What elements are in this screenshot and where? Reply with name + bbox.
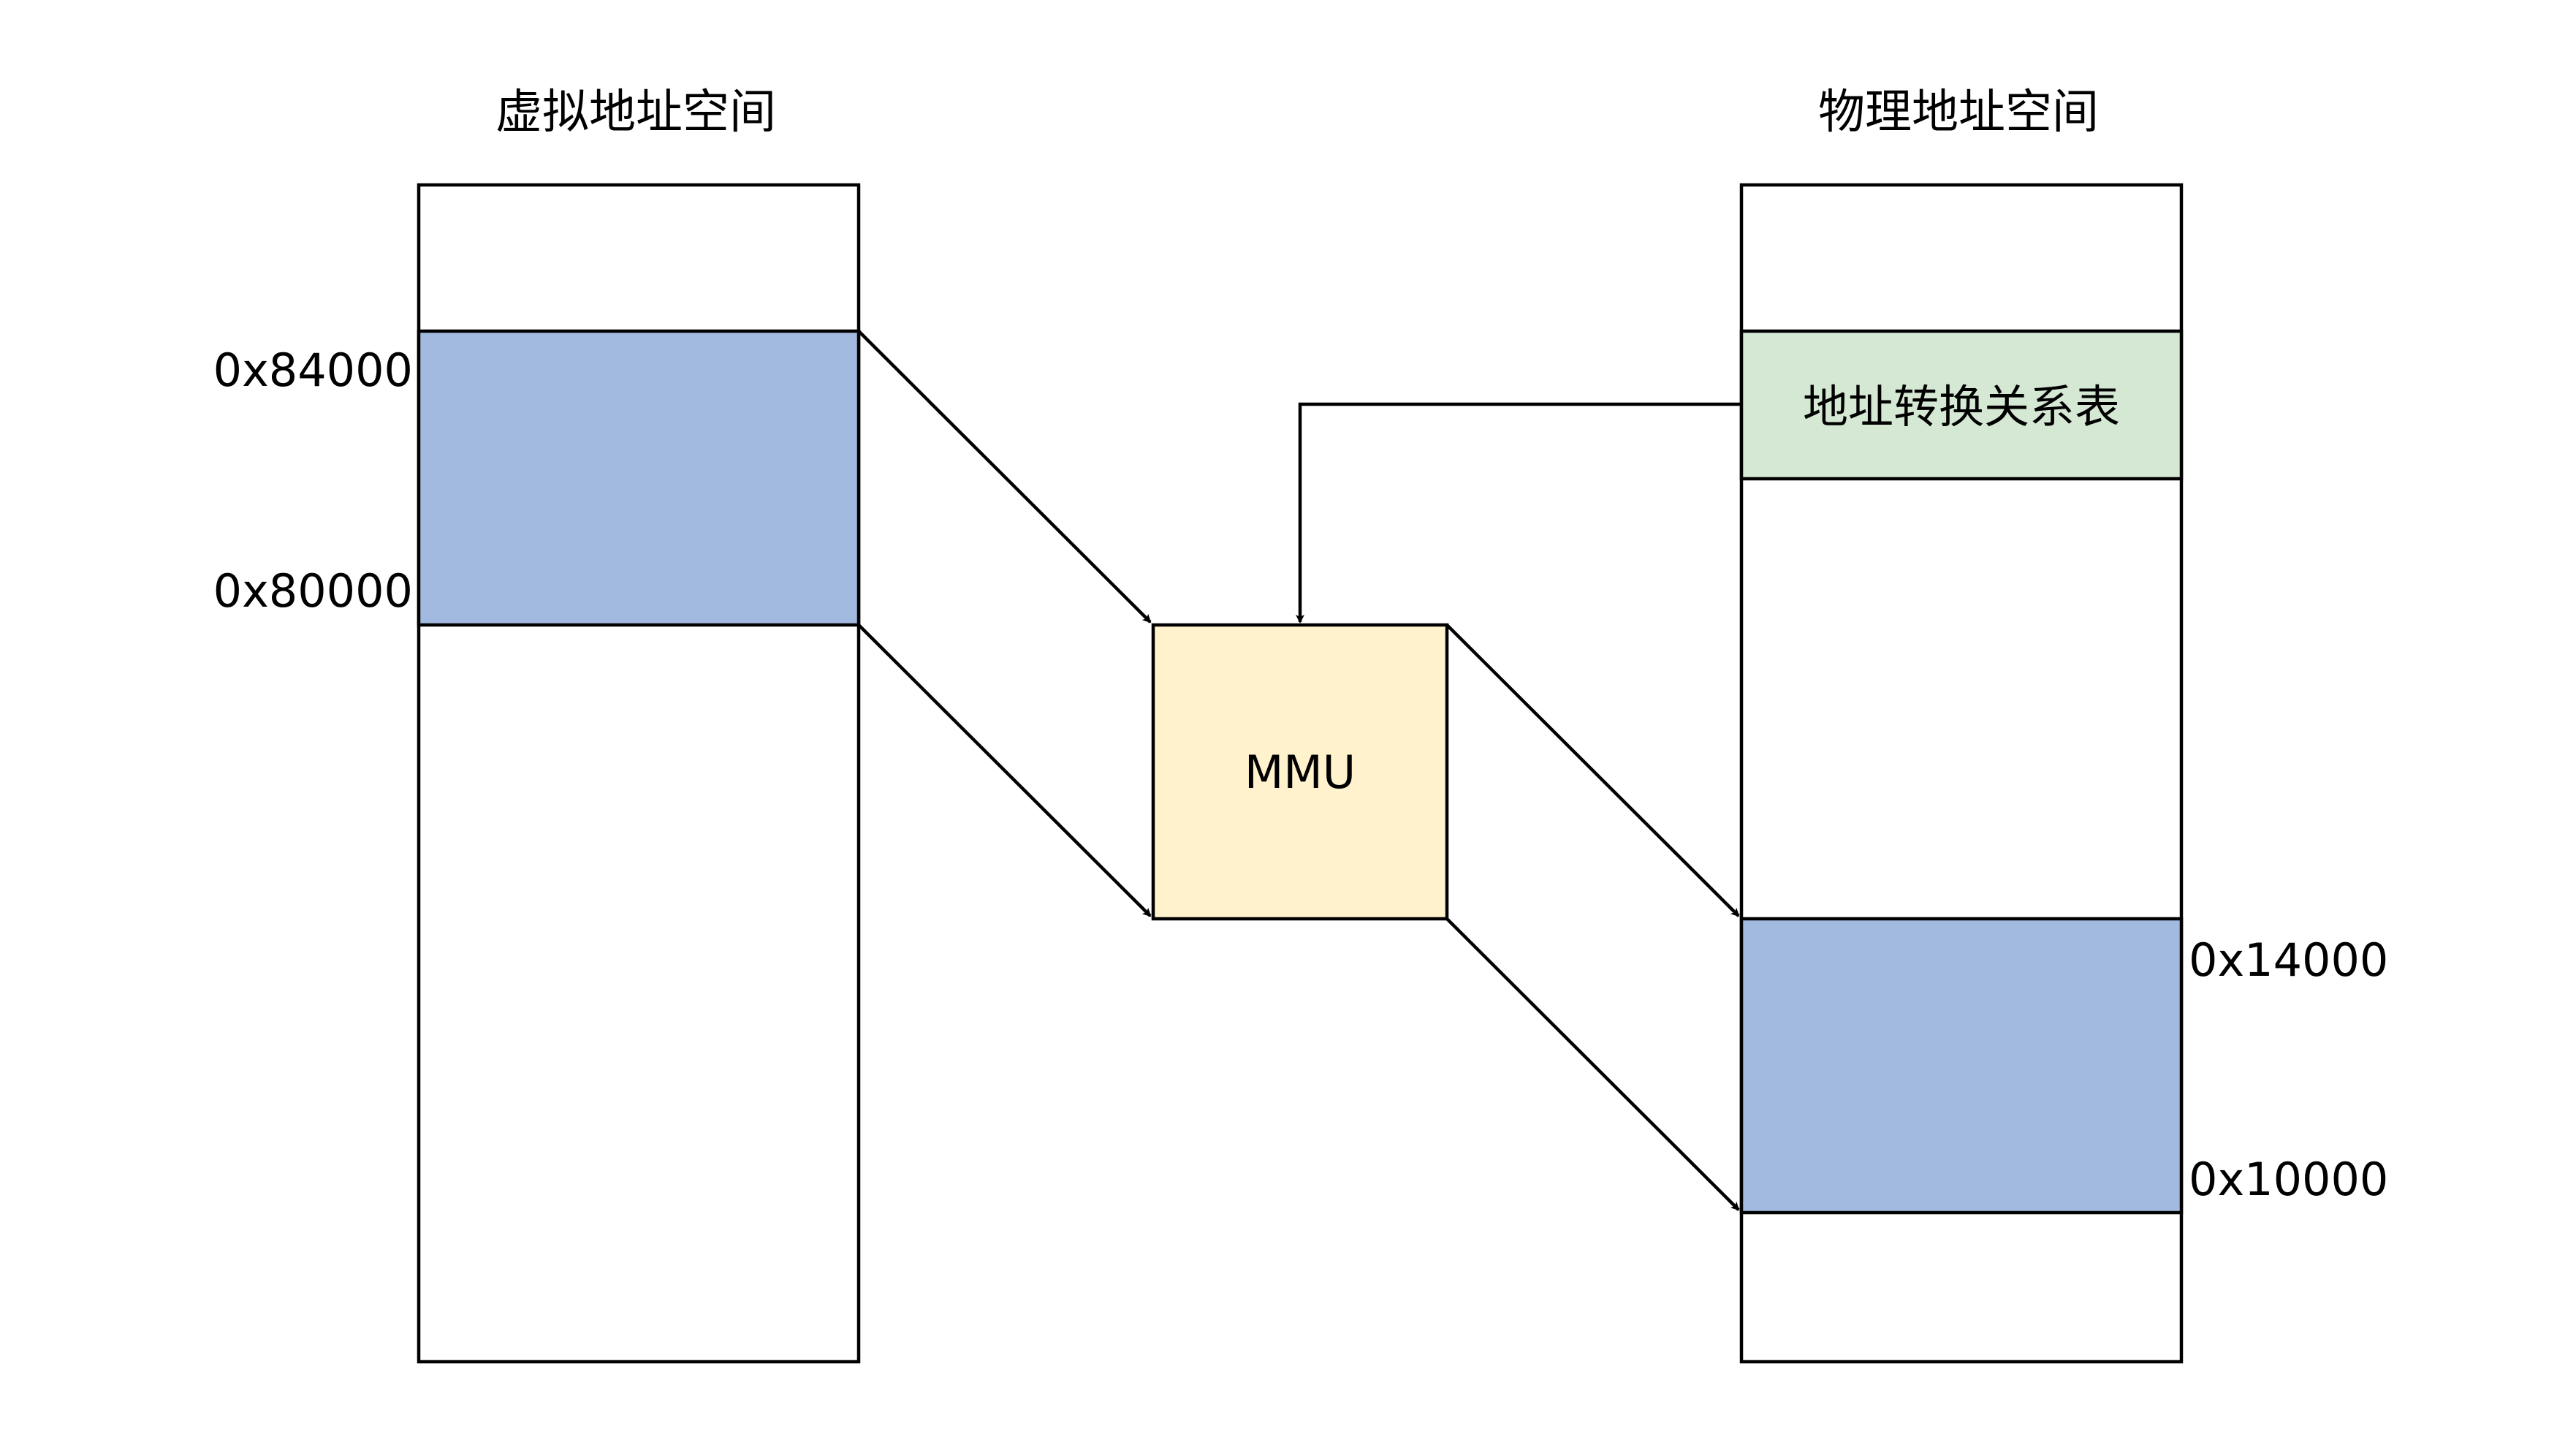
arrow-table-to-mmu xyxy=(1296,402,1741,623)
arrow-mmu-to-physical-low xyxy=(1445,917,1740,1211)
virtual-mapped-region xyxy=(417,329,861,627)
physical-addr-low-label: 0x10000 xyxy=(2189,1153,2388,1206)
mmu-label: MMU xyxy=(1245,746,1356,799)
arrow-virtual-high-to-mmu xyxy=(857,330,1152,623)
arrow-virtual-low-to-mmu xyxy=(857,623,1152,917)
physical-addr-high-label: 0x14000 xyxy=(2189,933,2388,987)
mmu-box xyxy=(1151,623,1449,921)
translation-table-box xyxy=(1739,329,2184,481)
virtual-space-title: 虚拟地址空间 xyxy=(495,86,776,140)
virtual-addr-low-label: 0x80000 xyxy=(213,564,413,618)
translation-table-label: 地址转换关系表 xyxy=(1803,380,2120,433)
arrow-mmu-to-physical-high xyxy=(1445,623,1740,917)
physical-space-title: 物理地址空间 xyxy=(1818,86,2099,140)
physical-mapped-region xyxy=(1739,917,2184,1215)
virtual-addr-high-label: 0x84000 xyxy=(213,344,413,397)
